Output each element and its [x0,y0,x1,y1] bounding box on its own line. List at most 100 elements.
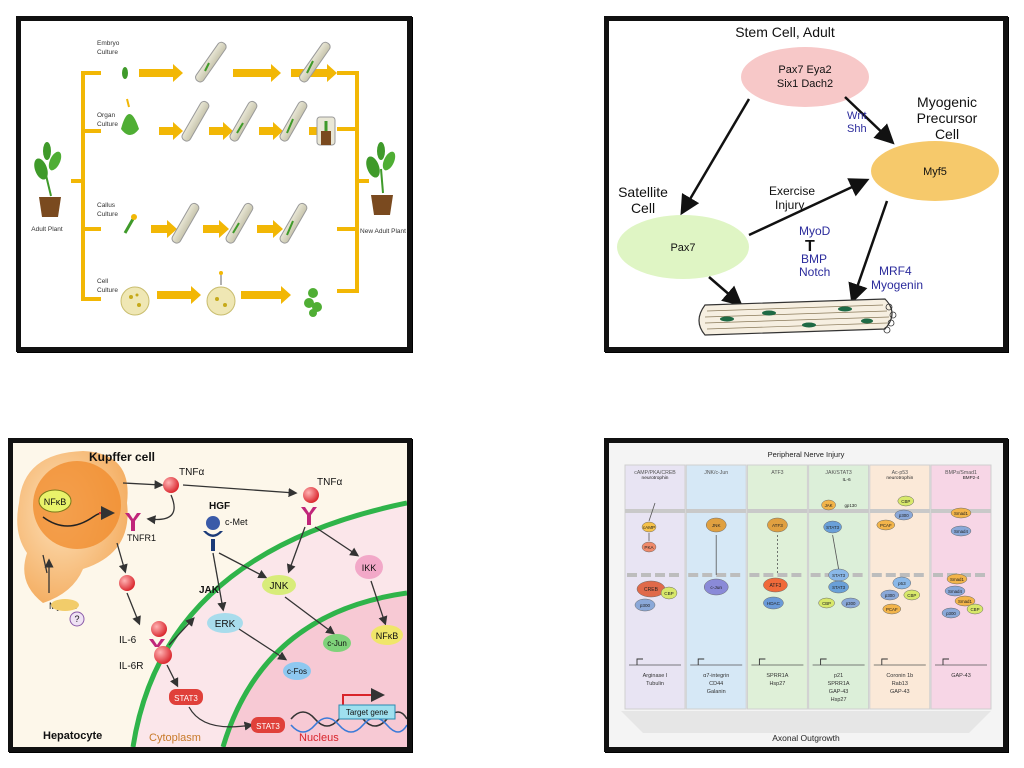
cbp-node-5-shape [966,603,984,615]
notch-label: Notch [799,265,830,279]
target-gene-name: GAP-43 [951,673,971,679]
ikk-label: IKK [362,563,377,573]
atf3-node-label: ATF3 [769,583,781,589]
dna-strand-b [290,717,407,733]
wnt-label: Wnt [847,110,867,122]
stat3-cyto-node: STAT3 [823,520,842,534]
jak-label: JAK [199,585,220,596]
plant-culture-panel: Adult Plant New Adult Plant Embryo Cultu… [16,16,412,352]
tnfa-right-label: TNFα [317,477,342,488]
row-label-organ-line1: Organ [97,112,115,119]
cbp-node-4b-shape [903,589,921,601]
satellite-label-line1: Satellite [618,184,668,200]
jak-node-label: JAK [825,503,833,508]
il6r-label: IL-6R [119,661,143,672]
cjun-node: c-Jun [703,578,729,596]
creb-node: CREB [636,580,666,598]
pathway-header: cAMP/PKA/CREB [634,470,676,476]
p300-node-5: p300 [941,607,961,619]
transcription-arrow [342,688,385,707]
cfos-label: c-Fos [287,667,307,676]
row-label-cell-line1: Cell [97,278,109,285]
new-adult-plant-icon [366,142,396,215]
row-arrows [139,64,337,304]
yellow-flow-lines [71,71,369,301]
adult-plant-icon [34,142,62,217]
smad1-node-a-label: Smad1 [954,511,968,516]
neurotrophin-label-4: neurotrophin [886,475,913,481]
target-gene-name: Tubulin [646,681,664,687]
neurotrophin-label: neurotrophin [642,475,669,481]
jnk-node-shape [705,517,727,533]
smad4-node-b: Smad4 [944,585,966,597]
promoter-arrow [942,658,949,665]
satellite-label-line2: Cell [631,200,655,216]
il6-ball-a [119,575,135,591]
tnf-receptor-right [301,507,317,525]
nfkb-label: NFκB [376,631,399,641]
jnk-node-label: JNK [712,523,722,528]
smad1-node-c-label: Smad1 [958,599,972,604]
promoter-arrow [881,658,888,665]
pcaf-node-4a-label: PCAF [880,523,892,528]
cjun-label: c-Jun [327,639,347,648]
stem-markers-line2: Six1 Dach2 [777,78,833,90]
jnk-node [262,575,296,595]
p300-node-shape [634,598,656,612]
nuclear-membrane [220,590,407,747]
stat3-label-b: STAT3 [256,722,280,731]
pcaf-node-4b: PCAF [882,603,902,615]
gp130-label: gp130 [844,503,857,508]
p300-node-3-shape [841,597,860,609]
hdac-node: HDAC [763,596,784,610]
cbp-node: CBP [660,586,678,600]
stat3-dimer-b-label: STAT3 [832,585,846,590]
p300-node-label: p300 [640,603,651,608]
p300-node-4b: p300 [880,589,900,601]
stat3-cyto-node-label: STAT3 [826,525,840,530]
creb-node-label: CREB [644,587,659,593]
il6r-receptor [149,639,165,647]
cbp-node-3-shape [818,597,835,609]
row-label-callus-line2: Culture [97,211,118,218]
pathway-header: BMPs/Smad1 [945,470,977,476]
myf5-to-fiber-arrow [848,200,889,304]
camp-node: cAMP [641,521,657,533]
tnfr1-receptor [125,513,141,531]
pax7-ellipse [617,215,749,279]
myogenic-lineage-diagram: Stem Cell, Adult Pax7 Eya2 Six1 Dach2 My… [609,21,1003,347]
promoter-arrow [636,658,643,665]
atf3-top-node-shape [767,517,788,533]
cbp-node-4a-shape [897,495,915,507]
myf5-ellipse [871,141,999,201]
atf3-top-node-label: ATF3 [772,523,783,528]
smad1-node-b: Smad1 [946,573,968,585]
camp-node-shape [641,521,657,533]
signal-arrow [832,534,839,570]
smad1-node-a: Smad1 [950,507,972,519]
smad4-node-b-label: Smad4 [948,589,962,594]
p300-node: p300 [634,598,656,612]
cbp-node-4b: CBP [903,589,921,601]
myogenin-label: Myogenin [871,278,923,292]
pka-node-shape [641,541,657,553]
promoter-arrow [758,658,766,665]
smad1-node-a-shape [950,507,972,519]
camp-node-label: cAMP [643,525,655,530]
atf3-node-shape [763,577,788,593]
stem-to-myf5-arrow [844,96,895,145]
row-label-embryo-line2: Culture [97,49,118,56]
cfos-node [283,662,311,680]
jnk-node: JNK [705,517,727,533]
row-label-cell-line2: Culture [97,287,118,294]
organ-culture-row [121,98,336,146]
pax7-label: Pax7 [670,242,695,254]
hdac-node-label: HDAC [767,601,781,606]
injury-label: Injury [775,198,804,212]
cbp-node-3-label: CBP [822,601,831,606]
satellite-to-myf5-arrow [748,178,870,237]
target-gene-name: CD44 [709,681,723,687]
new-adult-plant-label: New Adult Plant [360,228,406,235]
cjun-node [323,634,351,652]
